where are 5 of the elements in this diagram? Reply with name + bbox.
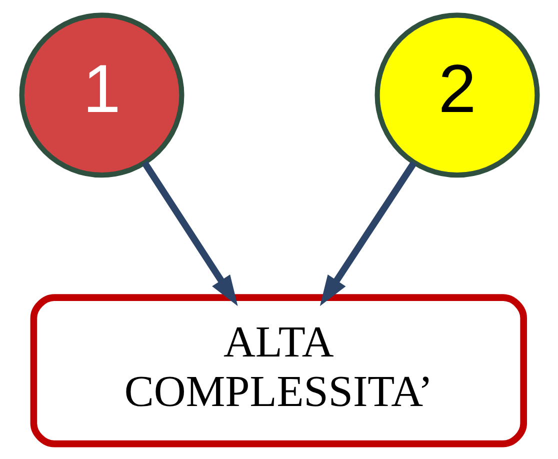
node-box: ALTA COMPLESSITA’ (30, 294, 526, 448)
arrow (141, 160, 238, 306)
node-circle: 2 (374, 12, 540, 178)
arrow (319, 160, 416, 306)
node-circle: 1 (18, 12, 184, 178)
